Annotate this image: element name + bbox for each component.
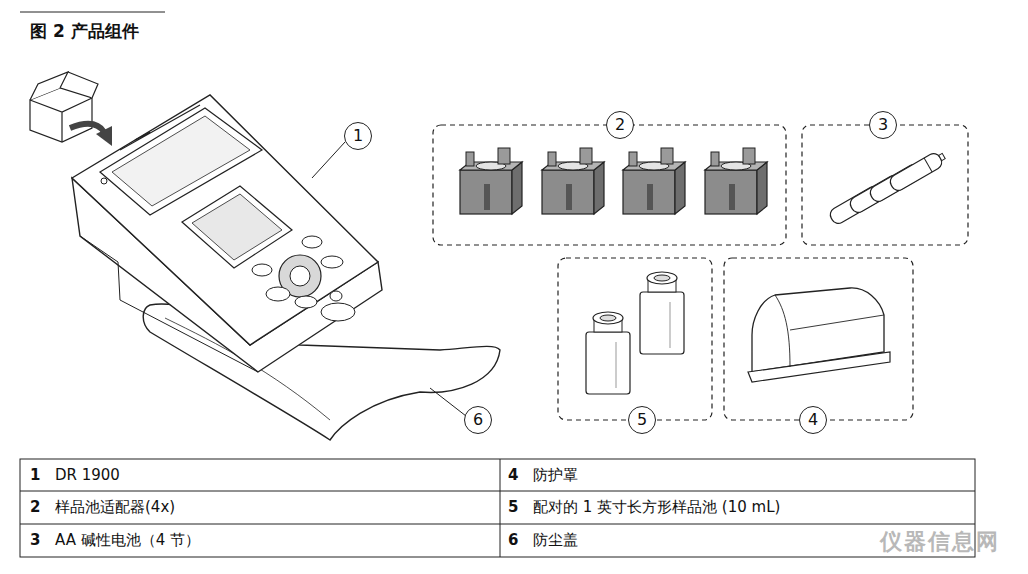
callout-number: 2 xyxy=(615,117,625,133)
table-number: 4 xyxy=(508,459,518,491)
callout-number: 3 xyxy=(878,117,888,133)
callout-circle: 4 xyxy=(799,406,827,434)
callout-circle: 2 xyxy=(606,111,634,139)
table-cell: 配对的 1 英寸长方形样品池 (10 mL) xyxy=(533,491,780,523)
table-cell: 防尘盖 xyxy=(533,524,578,556)
callout-number: 6 xyxy=(473,412,483,428)
table-cell: DR 1900 xyxy=(55,459,120,491)
callout-circle: 5 xyxy=(628,406,656,434)
table-number: 3 xyxy=(30,524,40,556)
callout-number: 1 xyxy=(353,128,363,144)
table-number: 1 xyxy=(30,459,40,491)
callout-number: 4 xyxy=(808,412,818,428)
table-cell: 防护罩 xyxy=(533,459,578,491)
callout-circle: 6 xyxy=(464,406,492,434)
table-number: 6 xyxy=(508,524,518,556)
callout-circle: 1 xyxy=(344,122,372,150)
figure-title: 图 2 产品组件 xyxy=(30,20,139,43)
table-cell: 样品池适配器(4x) xyxy=(55,491,175,523)
table-number: 2 xyxy=(30,491,40,523)
callout-number: 5 xyxy=(637,412,647,428)
table-cell: AA 碱性电池（4 节） xyxy=(55,524,200,556)
watermark: 仪器信息网 xyxy=(880,527,1000,557)
table-number: 5 xyxy=(508,491,518,523)
callout-circle: 3 xyxy=(869,111,897,139)
